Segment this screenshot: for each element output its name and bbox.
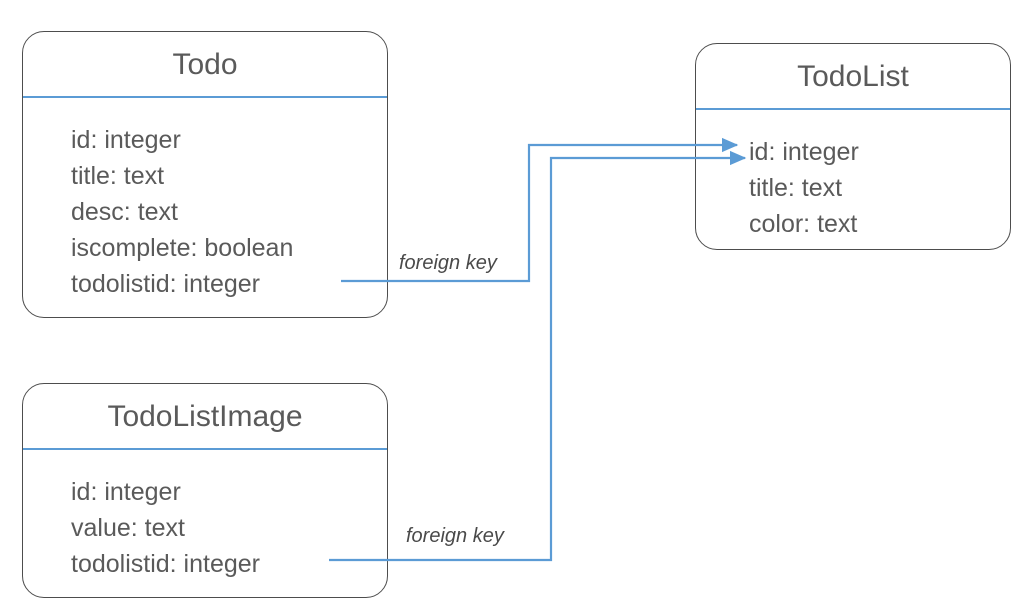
relationship-label-todo-foreign-key: foreign key — [396, 251, 500, 275]
attribute-row: id: integer — [71, 478, 181, 506]
attribute-row: todolistid: integer — [71, 550, 261, 578]
entity-todo[interactable]: Todo id: integer title: text desc: text … — [22, 31, 388, 318]
attribute-row: iscomplete: boolean — [71, 234, 294, 262]
attribute-row: todolistid: integer — [71, 270, 261, 298]
attribute-row: id: integer — [71, 126, 181, 154]
entity-todolistimage-attributes: id: integer value: text todolistid: inte… — [23, 474, 387, 582]
attribute-row: title: text — [71, 162, 165, 190]
entity-todo-attributes: id: integer title: text desc: text iscom… — [23, 122, 387, 302]
entity-todolistimage-title: TodoListImage — [107, 400, 303, 433]
entity-todo-title: Todo — [172, 48, 238, 81]
entity-todolist-attributes: id: integer title: text color: text — [696, 134, 1010, 242]
connector-todo-to-todolist[interactable] — [341, 137, 739, 283]
entity-todolistimage[interactable]: TodoListImage id: integer value: text to… — [22, 383, 388, 598]
attribute-row: title: text — [749, 174, 843, 202]
attribute-row: desc: text — [71, 198, 178, 226]
relationship-label-todolistimage-foreign-key: foreign key — [403, 524, 507, 548]
entity-todolistimage-divider — [23, 448, 387, 450]
entity-todo-divider — [23, 96, 387, 98]
attribute-row: color: text — [749, 210, 858, 238]
entity-todolist-divider — [696, 108, 1010, 110]
connector-todolistimage-to-todolist[interactable] — [329, 150, 747, 562]
entity-todolist-title: TodoList — [797, 60, 909, 93]
attribute-row: value: text — [71, 514, 185, 542]
attribute-row: id: integer — [749, 138, 859, 166]
entity-todolist[interactable]: TodoList id: integer title: text color: … — [695, 43, 1011, 250]
